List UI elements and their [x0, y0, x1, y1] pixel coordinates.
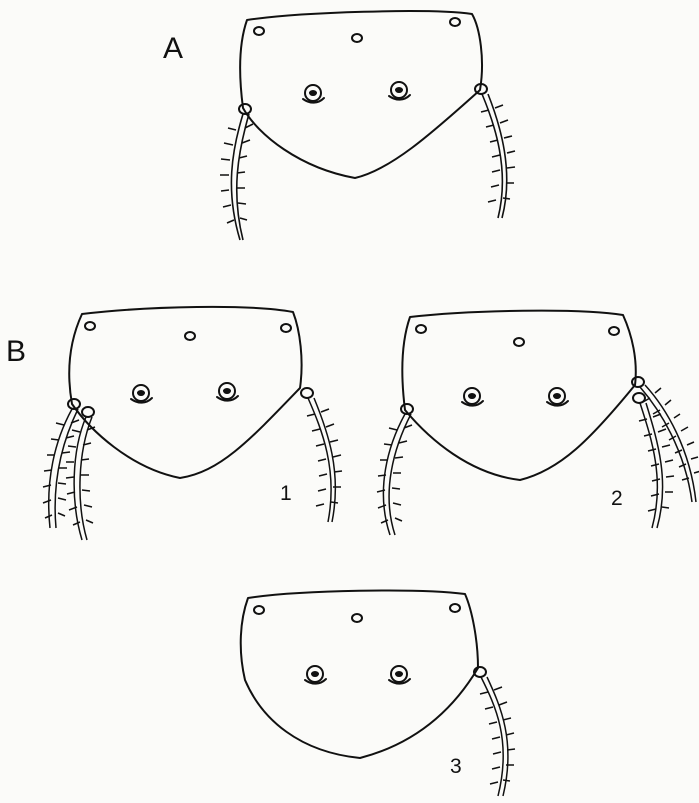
panel-label-b: B — [6, 335, 26, 368]
variant-label-2: 2 — [611, 487, 623, 510]
variant-label-3: 3 — [450, 755, 462, 778]
panel-label-a: A — [163, 32, 183, 65]
variant-label-1: 1 — [280, 482, 292, 505]
